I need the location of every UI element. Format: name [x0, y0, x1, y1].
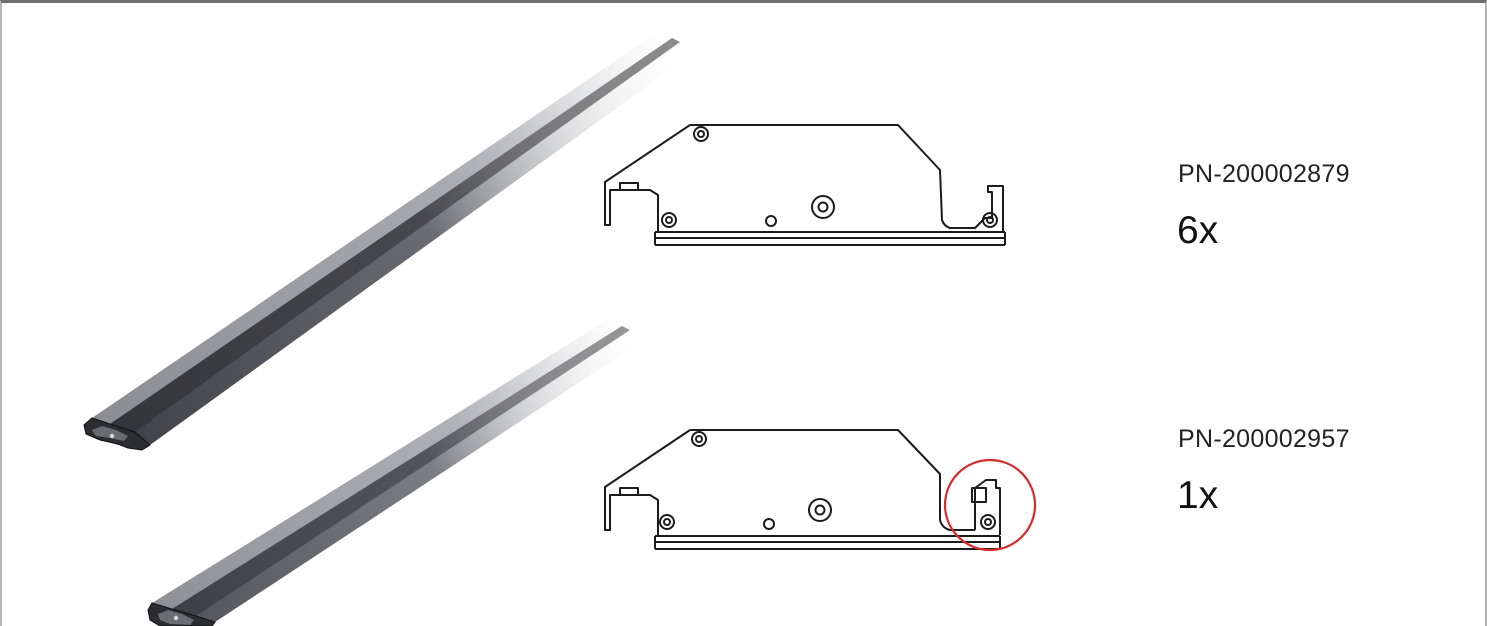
part-number-1: PN-200002879: [1178, 160, 1350, 188]
part-quantity-1: 6x: [1177, 209, 1219, 252]
bracket-drawing-2: [604, 429, 1001, 550]
rail-profile-2: [147, 318, 650, 626]
highlight-circle: [943, 458, 1037, 552]
part-number-2: PN-200002957: [1178, 425, 1350, 453]
rail-profile-1: [83, 30, 700, 451]
part-quantity-2: 1x: [1177, 474, 1219, 517]
bracket-drawing-1: [604, 124, 1006, 246]
